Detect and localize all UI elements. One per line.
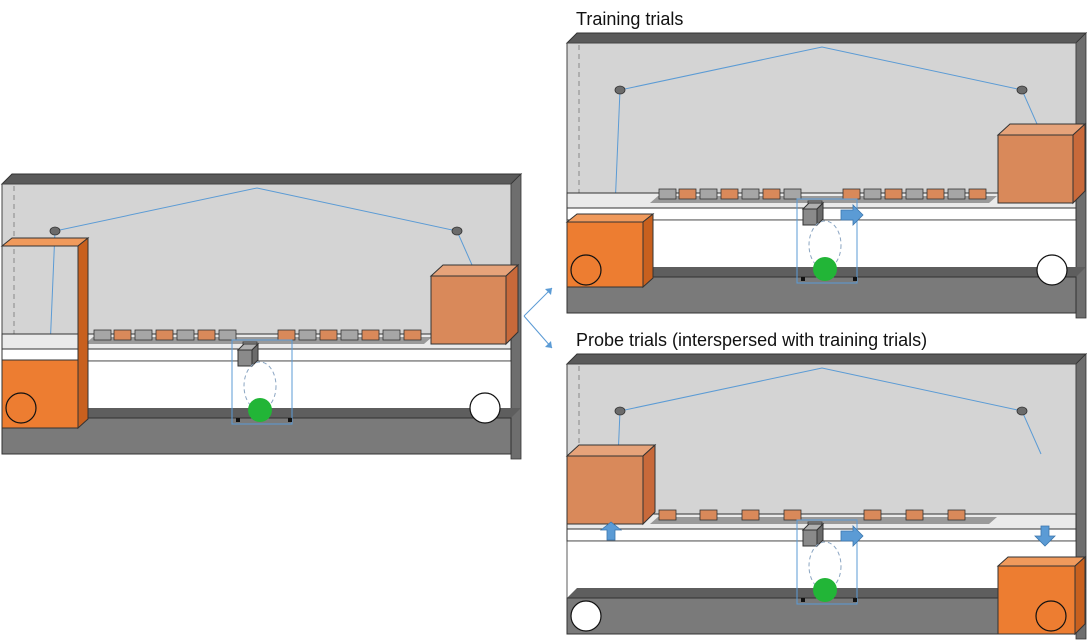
probe-apparatus (565, 353, 1087, 640)
track-squares (658, 188, 987, 200)
blue-arrow-icon (840, 204, 864, 226)
track-squares (93, 329, 422, 341)
blue-arrow-icon (1034, 525, 1056, 547)
green-ball (813, 578, 837, 602)
left-apparatus (0, 173, 522, 460)
blue-arrow-icon (840, 525, 864, 547)
probe-trials-label: Probe trials (interspersed with training… (576, 330, 928, 350)
training-trials-label: Training trials (576, 9, 684, 29)
green-ball (248, 398, 272, 422)
slider (796, 519, 864, 605)
slider (231, 339, 293, 425)
hole-right (469, 392, 501, 424)
hole-right (1036, 254, 1068, 286)
upper-box (565, 443, 657, 526)
upper-box (996, 122, 1087, 205)
green-ball (813, 257, 837, 281)
slider (796, 198, 864, 284)
hole-left (570, 600, 602, 632)
training-apparatus (565, 32, 1087, 319)
track-squares (658, 509, 966, 521)
lower-box (565, 212, 655, 289)
blue-arrow-icon (599, 521, 623, 541)
lower-box (0, 236, 90, 430)
lower-box (996, 555, 1087, 636)
branch-arrows (523, 287, 553, 349)
upper-box (429, 263, 520, 346)
